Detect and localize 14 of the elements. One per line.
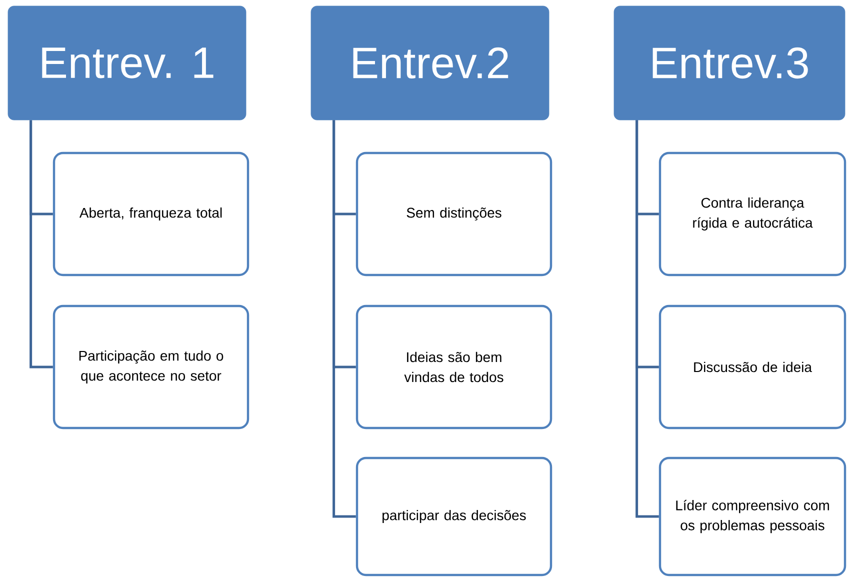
item-box: Líder compreensivo com os problemas pessoais [658, 456, 846, 576]
item-box: Ideias são bem vindas de todos [356, 304, 552, 430]
item-box: participar das decisões [356, 456, 552, 576]
connector-line [332, 120, 356, 518]
header-box: Entrev.2 [310, 6, 550, 120]
item-box: Aberta, franqueza total [52, 152, 250, 276]
header-box: Entrev.3 [614, 6, 846, 120]
item-box: Sem distinções [356, 152, 552, 276]
header-box: Entrev. 1 [8, 6, 246, 120]
item-box: Participação em tudo o que acontece no setor [52, 304, 250, 430]
item-box: Contra liderança rígida e autocrática [658, 152, 846, 276]
connector-line [30, 120, 53, 368]
item-box: Discussão de ideia [658, 304, 846, 430]
connector-line [636, 120, 659, 518]
